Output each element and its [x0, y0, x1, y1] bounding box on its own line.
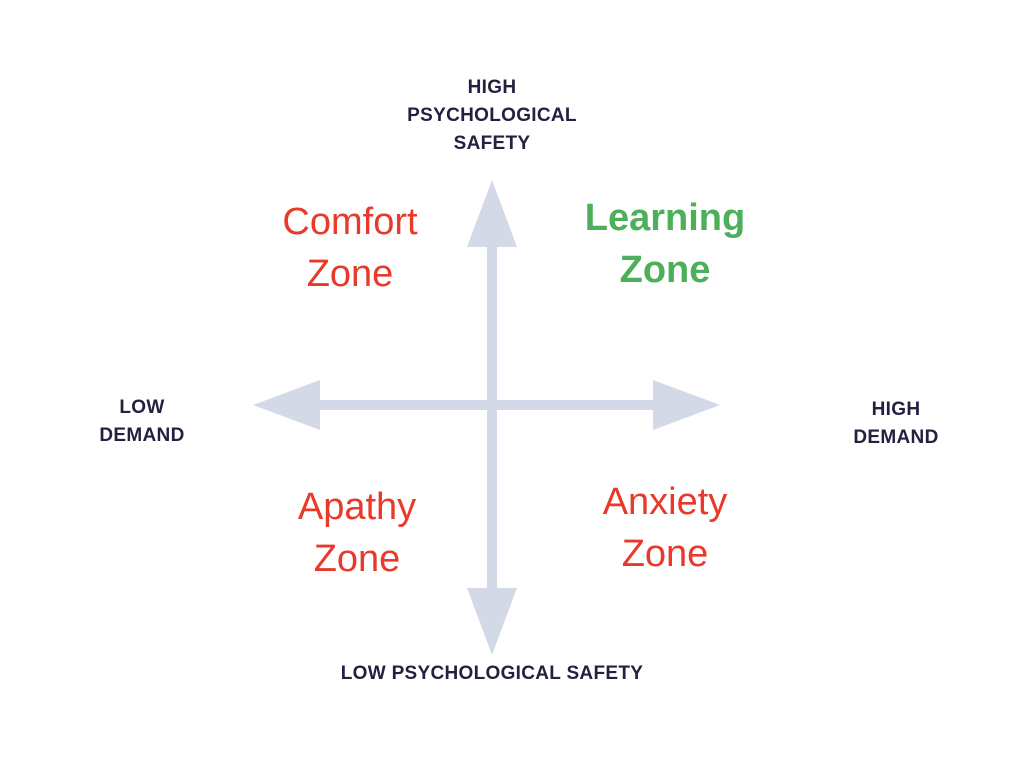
horizontal-axis-shaft: [315, 400, 660, 410]
top-label-line: PSYCHOLOGICAL: [407, 105, 577, 126]
zone-line: Apathy: [297, 486, 417, 528]
learning-zone-label: Learning Zone: [555, 192, 775, 296]
left-arrow-head: [253, 380, 320, 430]
left-label-line: LOW: [119, 397, 165, 418]
comfort-zone-label: Comfort Zone: [240, 196, 460, 300]
zone-line: Learning: [584, 197, 746, 239]
zone-line: Zone: [619, 249, 711, 291]
zone-line: Zone: [313, 538, 401, 580]
right-arrow-head: [653, 380, 720, 430]
up-arrow-head: [467, 180, 517, 247]
anxiety-zone-label: Anxiety Zone: [555, 476, 775, 580]
zone-line: Zone: [306, 253, 394, 295]
right-label-line: HIGH: [871, 399, 921, 420]
top-label-line: HIGH: [467, 77, 517, 98]
down-arrow-head: [467, 588, 517, 655]
zone-line: Anxiety: [602, 481, 728, 523]
left-label-line: DEMAND: [99, 425, 185, 446]
zone-line: Zone: [621, 533, 709, 575]
top-axis-label: HIGH PSYCHOLOGICAL SAFETY: [372, 74, 612, 158]
top-label-line: SAFETY: [453, 133, 531, 154]
vertical-axis-shaft: [487, 240, 497, 595]
apathy-zone-label: Apathy Zone: [247, 481, 467, 585]
left-axis-label: LOW DEMAND: [72, 394, 212, 450]
zone-line: Comfort: [282, 201, 418, 243]
right-axis-label: HIGH DEMAND: [826, 396, 966, 452]
right-label-line: DEMAND: [853, 427, 939, 448]
bottom-axis-label: LOW PSYCHOLOGICAL SAFETY: [340, 663, 644, 684]
